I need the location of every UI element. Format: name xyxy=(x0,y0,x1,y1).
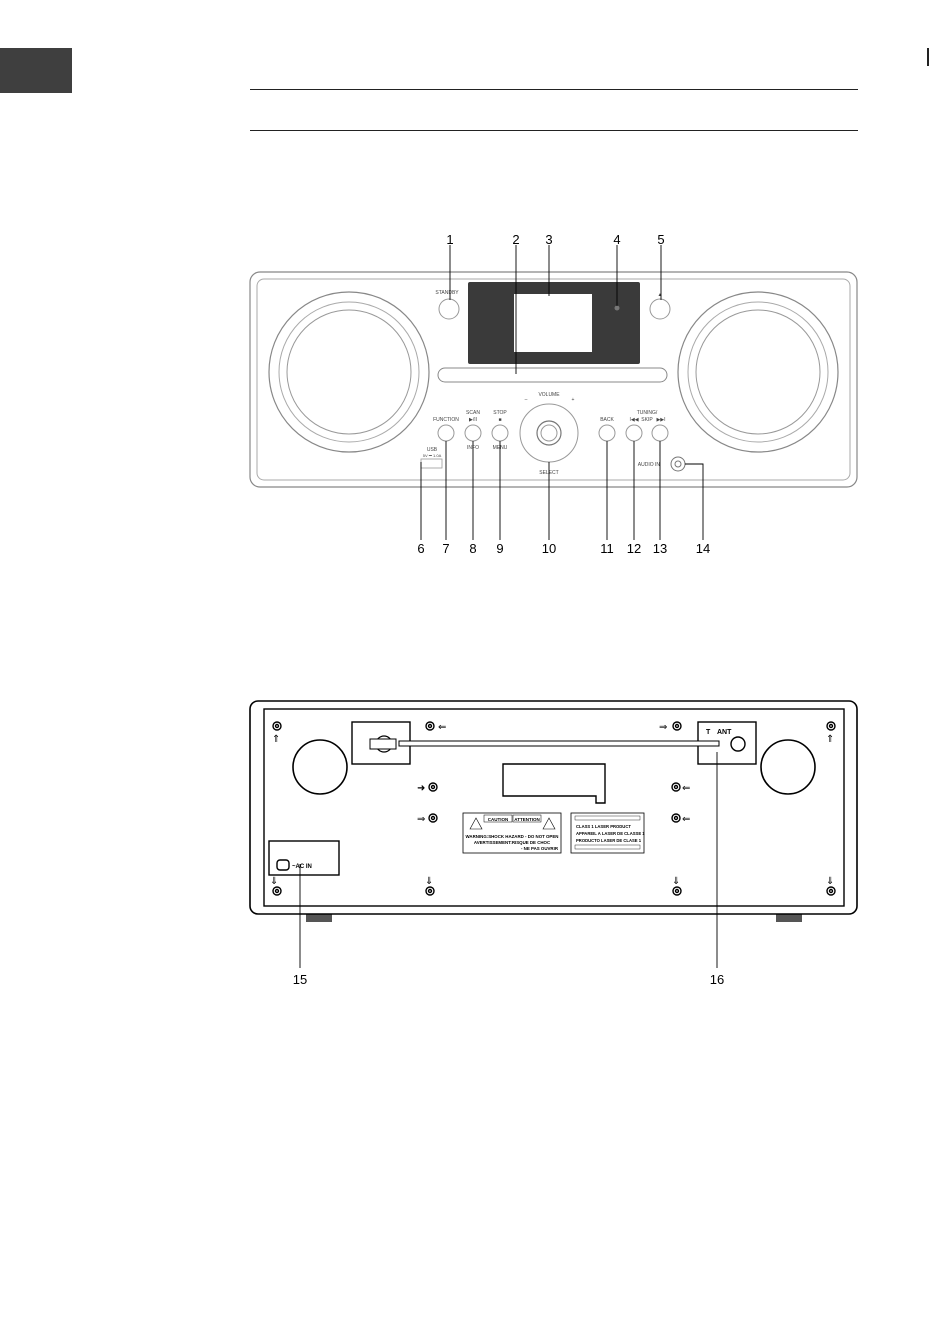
rear-body-outline xyxy=(249,700,858,915)
front-leader-lines-top xyxy=(449,245,662,374)
ant-label: ANT xyxy=(717,729,732,736)
header-rule-top xyxy=(250,89,858,90)
eject-icon: ▲ xyxy=(658,292,663,298)
svg-text:⇑: ⇑ xyxy=(826,734,834,745)
bass-port-left xyxy=(292,739,348,795)
back-label: BACK xyxy=(600,417,614,423)
ac-in-socket[interactable] xyxy=(276,859,290,871)
warning-label: CAUTION ATTENTION WARNING:SHOCK HAZARD -… xyxy=(462,812,562,854)
play-pause-icon: ▶/II xyxy=(469,417,477,423)
previous-icon: I◀◀ xyxy=(629,417,638,423)
svg-text:⇓: ⇓ xyxy=(425,876,433,887)
laser-label: CLASS 1 LASER PRODUCT APPAREIL A LASER D… xyxy=(570,812,645,854)
svg-text:⇓: ⇓ xyxy=(672,876,680,887)
usb-rating-label: 5V ⎓ 1.0A xyxy=(423,453,442,458)
foot-right xyxy=(776,913,802,922)
callout-11: 11 xyxy=(600,541,614,556)
svg-text:➜: ➜ xyxy=(417,783,425,794)
stop-label: STOP xyxy=(493,410,507,416)
stop-icon: ■ xyxy=(498,417,501,423)
standby-button[interactable] xyxy=(438,298,460,320)
caution-text: CAUTION xyxy=(488,817,509,822)
language-tab xyxy=(0,48,72,93)
volume-plus-label: + xyxy=(572,397,575,403)
display-screen xyxy=(514,294,592,352)
svg-text:⇒: ⇒ xyxy=(417,814,425,825)
callout-7: 7 xyxy=(442,541,449,556)
svg-text:⇐: ⇐ xyxy=(438,722,446,733)
cd-slot xyxy=(437,367,668,383)
foot-left xyxy=(306,913,332,922)
attention-text: ATTENTION xyxy=(514,817,539,822)
skip-label: SKIP xyxy=(641,417,653,423)
callout-6: 6 xyxy=(417,541,424,556)
callout-15: 15 xyxy=(293,972,307,987)
ir-sensor xyxy=(614,305,620,311)
volume-label: VOLUME xyxy=(538,392,560,398)
antenna-clip xyxy=(369,738,397,750)
front-leader-lines-bottom xyxy=(420,441,704,540)
rear-cover-plate xyxy=(502,763,606,804)
next-icon: ▶▶I xyxy=(656,417,665,423)
laser-line-1: CLASS 1 LASER PRODUCT xyxy=(576,824,631,829)
page-edge-mark xyxy=(927,48,929,66)
laser-line-2: APPAREIL A LASER DE CLASSE 1 xyxy=(576,831,645,836)
callout-4: 4 xyxy=(613,232,620,247)
callout-5: 5 xyxy=(657,232,664,247)
callout-3: 3 xyxy=(545,232,552,247)
tuning-label: TUNING/ xyxy=(637,410,658,416)
svg-text:⇑: ⇑ xyxy=(272,734,280,745)
svg-text:⇐: ⇐ xyxy=(682,783,690,794)
function-label: FUNCTION xyxy=(433,417,459,423)
right-speaker xyxy=(677,291,839,453)
standby-label: STANDBY xyxy=(435,290,459,296)
callout-13: 13 xyxy=(653,541,667,556)
header-rule-bottom xyxy=(250,130,858,131)
svg-text:⇓: ⇓ xyxy=(826,876,834,887)
laser-line-3: PRODUCTO LASER DE CLASE 1 xyxy=(576,838,642,843)
callout-16: 16 xyxy=(710,972,724,987)
callout-9: 9 xyxy=(496,541,503,556)
usb-label: USB xyxy=(427,447,438,453)
antenna-socket[interactable] xyxy=(730,736,746,752)
warning-line-2: AVERTISSEMENT:RISQUE DE CHOC xyxy=(474,840,551,845)
ac-in-label: ~AC IN xyxy=(292,864,312,870)
callout-14: 14 xyxy=(696,541,710,556)
rear-leader-lines xyxy=(299,752,718,968)
warning-line-3: - NE PAS OUVRIR xyxy=(521,846,559,851)
rear-screws xyxy=(272,721,836,896)
callout-10: 10 xyxy=(542,541,556,556)
callout-1: 1 xyxy=(446,232,453,247)
scan-label: SCAN xyxy=(466,410,480,416)
left-speaker xyxy=(268,291,430,453)
bass-port-right xyxy=(760,739,816,795)
rear-body-inner xyxy=(263,708,845,907)
antenna-icon: T xyxy=(706,729,711,736)
volume-select-knob[interactable] xyxy=(519,403,579,463)
callout-8: 8 xyxy=(469,541,476,556)
telescopic-antenna[interactable] xyxy=(398,740,720,747)
audio-in-label: AUDIO IN xyxy=(638,462,661,468)
front-body-inner xyxy=(256,278,851,481)
callout-12: 12 xyxy=(627,541,641,556)
svg-text:⇐: ⇐ xyxy=(682,814,690,825)
eject-button[interactable] xyxy=(649,298,671,320)
screw-arrow-icons: ⇑ ⇑ ⇐ ⇒ ➜ ⇐ ⇒ ⇐ ⇓ ⇓ ⇓ ⇓ xyxy=(270,722,834,887)
volume-minus-label: – xyxy=(525,397,528,403)
warning-line-1: WARNING:SHOCK HAZARD - DO NOT OPEN xyxy=(466,834,559,839)
callout-2: 2 xyxy=(512,232,519,247)
svg-text:⇓: ⇓ xyxy=(270,876,278,887)
svg-text:⇒: ⇒ xyxy=(659,722,667,733)
